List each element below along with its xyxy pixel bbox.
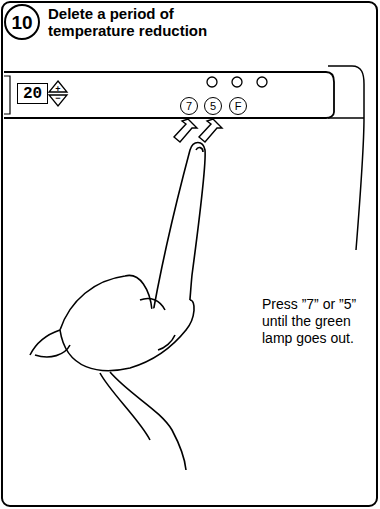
instruction-note: Press ”7” or ”5” until the green lamp go…: [262, 296, 358, 346]
button-7: 7: [180, 97, 198, 115]
panel-title: Delete a period of temperature reduction: [48, 5, 213, 40]
button-7-text: 7: [186, 101, 192, 112]
pointer-arrow: [174, 119, 197, 142]
lamp: [232, 77, 242, 87]
button-f: F: [229, 97, 247, 115]
hand: [30, 143, 205, 471]
button-f-text: F: [235, 101, 242, 112]
temperature-display-text: 20: [23, 86, 42, 102]
minus-sign: −: [52, 93, 64, 104]
thermostat-body: [4, 72, 334, 118]
step-number: 10: [4, 4, 40, 40]
lamp: [207, 77, 217, 87]
temperature-display: 20: [17, 83, 48, 104]
step-number-text: 10: [11, 13, 32, 32]
body-end: [4, 76, 10, 114]
pointer-arrow: [199, 119, 222, 142]
lamp: [257, 77, 267, 87]
frame: [2, 2, 377, 506]
button-5: 5: [204, 97, 222, 115]
bracket-edge: [328, 117, 364, 119]
button-5-text: 5: [210, 101, 216, 112]
